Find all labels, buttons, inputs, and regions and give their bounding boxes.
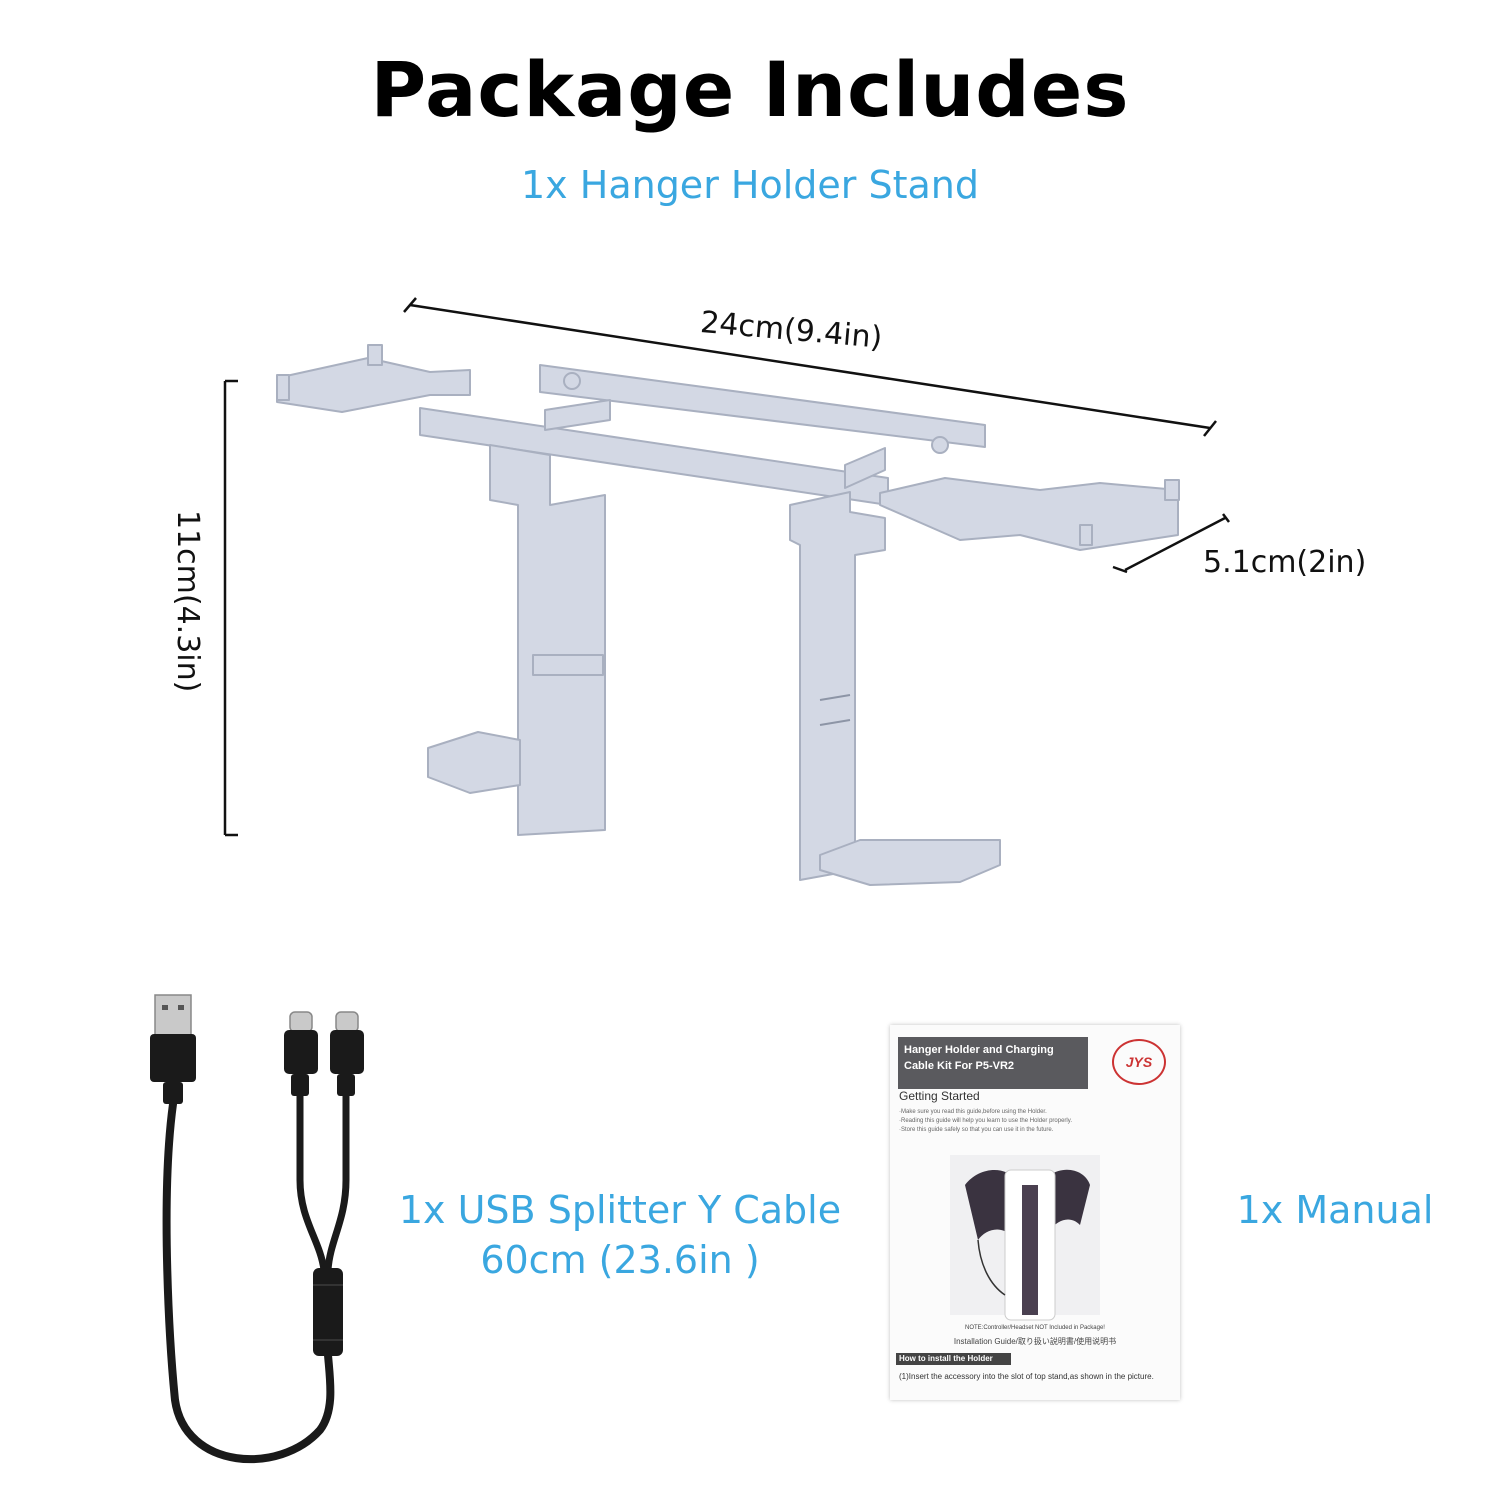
cable-item-label: 1x USB Splitter Y Cable 60cm (23.6in ) (390, 1185, 850, 1285)
manual-howto-heading: How to install the Holder (896, 1353, 1011, 1365)
brand-logo: JYS (1112, 1039, 1166, 1085)
manual-header-line1: Hanger Holder and Charging (904, 1044, 1054, 1056)
height-dimension-line (223, 379, 238, 837)
manual-bullet: ·Reading this guide will help you learn … (899, 1118, 1072, 1124)
usb-y-cable (150, 994, 364, 1464)
manual-header-line2: Cable Kit For P5-VR2 (904, 1060, 1015, 1072)
manual-guide-title: Installation Guide/取り扱い説明書/使用说明书 (953, 1337, 1117, 1346)
page-title: Package Includes (370, 45, 1130, 134)
manual-bullet: ·Make sure you read this guide,before us… (899, 1109, 1047, 1115)
manual-step: (1)Insert the accessory into the slot of… (899, 1372, 1154, 1381)
depth-dimension-line (1112, 513, 1230, 574)
manual-bullets: ·Make sure you read this guide,before us… (899, 1108, 1169, 1135)
manual-product-photo (950, 1155, 1100, 1321)
depth-dimension-label: 5.1cm(2in) (1203, 545, 1367, 580)
hanger-stand (276, 344, 1180, 886)
manual-getting-started: Getting Started (899, 1089, 980, 1103)
manual-header: Hanger Holder and Charging Cable Kit For… (898, 1037, 1088, 1089)
manual-bullet: ·Store this guide safely so that you can… (899, 1127, 1054, 1133)
length-dimension-line (403, 297, 1217, 437)
cable-item-name: 1x USB Splitter Y Cable (398, 1188, 842, 1232)
manual-item-label: 1x Manual (1236, 1188, 1434, 1232)
cable-item-length: 60cm (23.6in ) (480, 1238, 760, 1282)
stand-item-label: 1x Hanger Holder Stand (521, 163, 979, 207)
manual-booklet: Hanger Holder and Charging Cable Kit For… (890, 1025, 1180, 1400)
height-dimension-label: 11cm(4.3in) (170, 510, 205, 693)
manual-note: NOTE:Controller/Headset NOT Included in … (965, 1325, 1105, 1331)
